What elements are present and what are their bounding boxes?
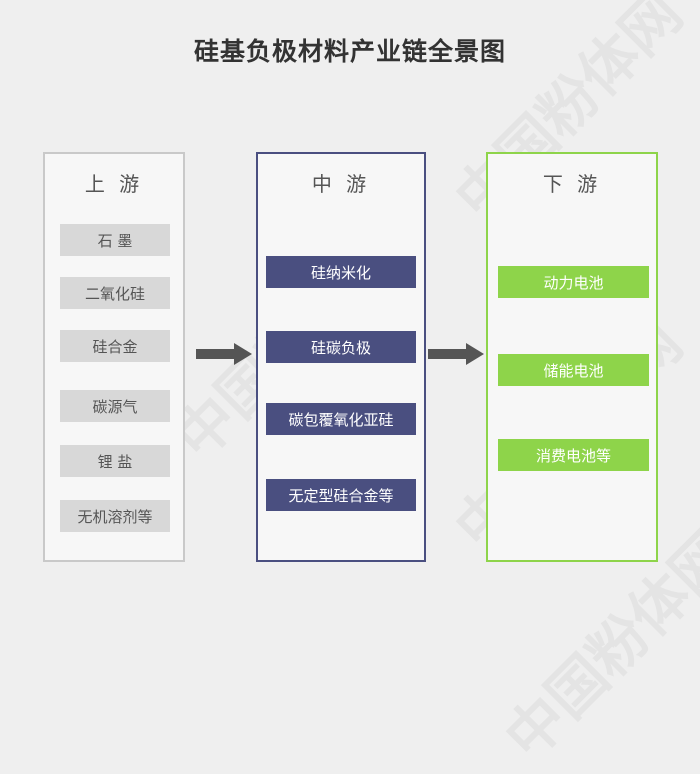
midstream-heading: 中 游 bbox=[311, 172, 371, 196]
downstream-item: 储能电池 bbox=[498, 354, 649, 386]
upstream-item: 锂 盐 bbox=[60, 445, 170, 477]
downstream-heading: 下 游 bbox=[542, 172, 602, 196]
upstream-heading: 上 游 bbox=[84, 172, 144, 196]
downstream-item: 消费电池等 bbox=[498, 439, 649, 471]
midstream-column: 中 游 硅纳米化 硅碳负极 碳包覆氧化亚硅 无定型硅合金等 bbox=[256, 152, 426, 562]
midstream-item: 硅纳米化 bbox=[266, 256, 416, 288]
upstream-column: 上 游 石 墨 二氧化硅 硅合金 碳源气 锂 盐 无机溶剂等 bbox=[43, 152, 185, 562]
midstream-item: 无定型硅合金等 bbox=[266, 479, 416, 511]
downstream-item: 动力电池 bbox=[498, 266, 649, 298]
upstream-item: 二氧化硅 bbox=[60, 277, 170, 309]
upstream-item: 碳源气 bbox=[60, 390, 170, 422]
upstream-item: 无机溶剂等 bbox=[60, 500, 170, 532]
diagram-title: 硅基负极材料产业链全景图 bbox=[193, 37, 506, 66]
midstream-item: 硅碳负极 bbox=[266, 331, 416, 363]
arrow-right-icon bbox=[196, 343, 252, 365]
upstream-item: 硅合金 bbox=[60, 330, 170, 362]
downstream-column: 下 游 动力电池 储能电池 消费电池等 bbox=[486, 152, 658, 562]
upstream-item: 石 墨 bbox=[60, 224, 170, 256]
arrow-right-icon bbox=[428, 343, 484, 365]
midstream-item: 碳包覆氧化亚硅 bbox=[266, 403, 416, 435]
